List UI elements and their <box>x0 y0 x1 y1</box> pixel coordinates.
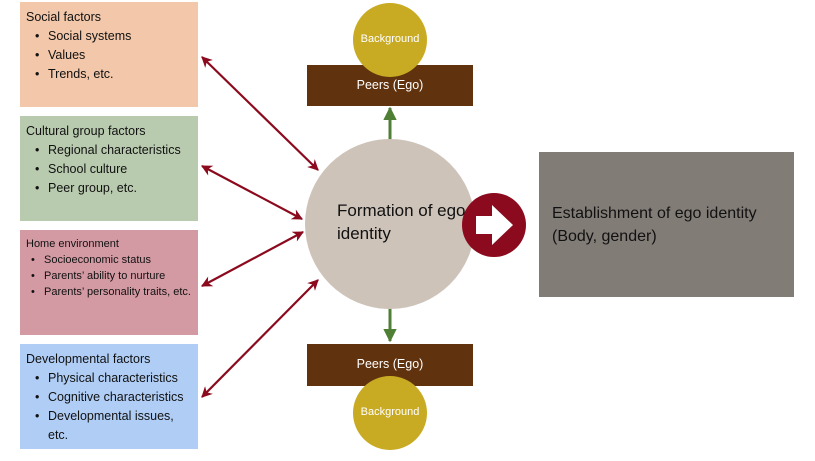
factor-title: Cultural group factors <box>26 124 146 138</box>
arrow-home-center <box>201 231 304 287</box>
factor-item: Developmental issues, etc. <box>35 407 192 445</box>
factor-box-developmental: Developmental factors Physical character… <box>20 344 198 449</box>
factor-item: Trends, etc. <box>35 65 192 84</box>
background-bottom-circle <box>353 376 427 450</box>
factor-item: Regional characteristics <box>35 141 192 160</box>
center-label: Formation of ego identity <box>337 201 466 243</box>
factor-item: Cognitive characteristics <box>35 388 192 407</box>
factor-list: Socioeconomic status Parents’ ability to… <box>26 252 192 300</box>
factor-list: Social systems Values Trends, etc. <box>26 27 192 84</box>
factor-title: Home environment <box>26 238 119 250</box>
factor-item: Physical characteristics <box>35 369 192 388</box>
factor-item: Socioeconomic status <box>31 252 192 268</box>
factor-title: Developmental factors <box>26 352 151 366</box>
factor-item: School culture <box>35 160 192 179</box>
factor-item: Parents’ personality traits, etc. <box>31 284 192 300</box>
arrow-cultural-center <box>201 165 303 220</box>
arrow-developmental-center <box>201 279 319 398</box>
factor-box-home: Home environment Socioeconomic status Pa… <box>20 230 198 335</box>
result-label: Establishment of ego identity (Body, gen… <box>552 205 757 245</box>
factor-item: Values <box>35 46 192 65</box>
background-top-label: Background <box>360 33 420 45</box>
factor-item: Social systems <box>35 27 192 46</box>
factor-list: Physical characteristics Cognitive chara… <box>26 369 192 445</box>
factor-list: Regional characteristics School culture … <box>26 141 192 198</box>
peers-bottom-label: Peers (Ego) <box>356 357 424 371</box>
peers-top-label: Peers (Ego) <box>356 78 424 92</box>
background-bottom-label: Background <box>360 406 420 418</box>
arrow-social-center <box>201 56 319 171</box>
factor-box-cultural: Cultural group factors Regional characte… <box>20 116 198 221</box>
center-circle <box>305 139 475 309</box>
background-top-circle <box>353 3 427 77</box>
next-arrow-icon <box>462 193 526 257</box>
result-box <box>539 152 794 297</box>
factor-title: Social factors <box>26 10 102 24</box>
factor-box-social: Social factors Social systems Values Tre… <box>20 2 198 107</box>
factor-item: Peer group, etc. <box>35 179 192 198</box>
factor-item: Parents’ ability to nurture <box>31 268 192 284</box>
